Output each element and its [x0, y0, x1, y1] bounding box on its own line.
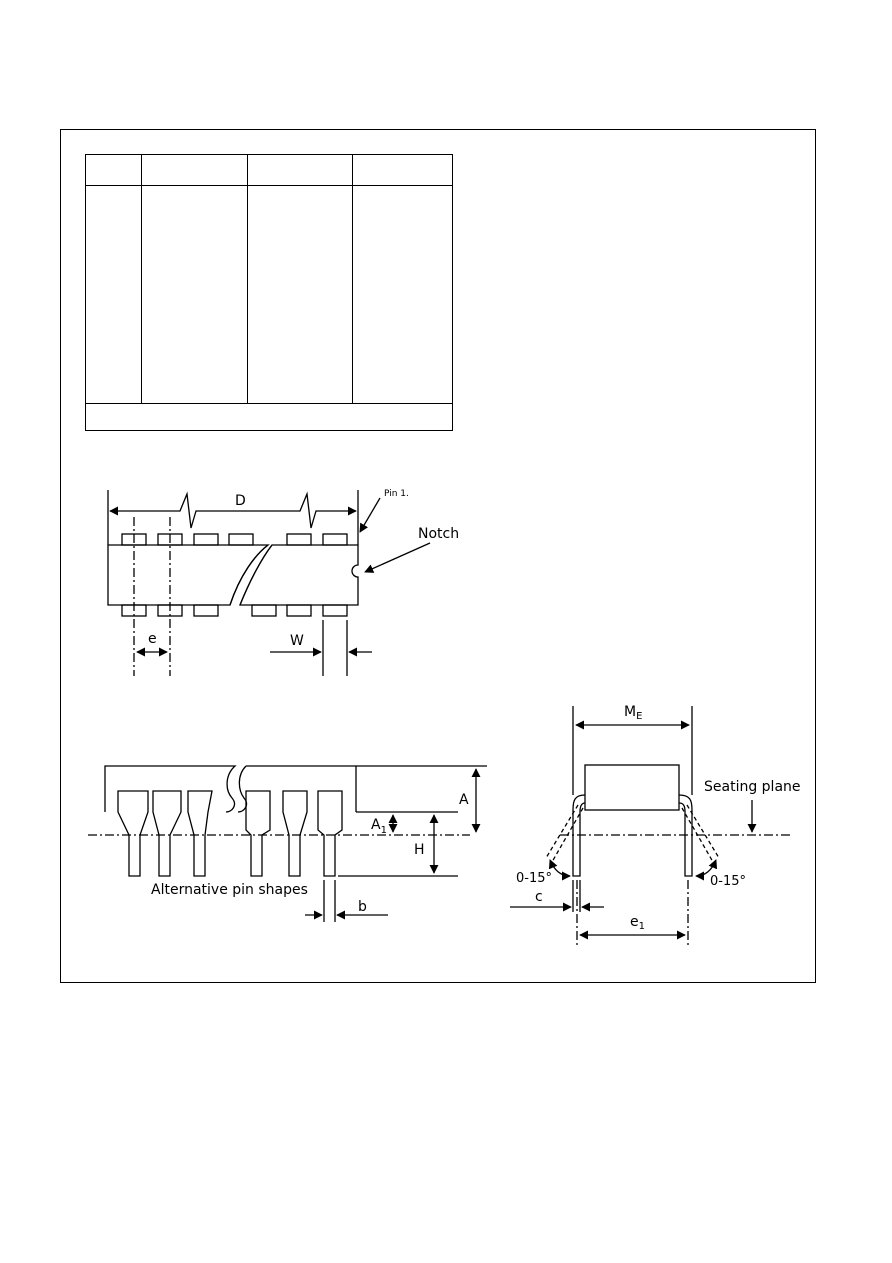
label-pin1: Pin 1.	[384, 489, 409, 499]
label-seating-plane: Seating plane	[704, 779, 801, 795]
pin-top	[228, 533, 254, 546]
label-W: W	[290, 633, 304, 649]
pin-top	[286, 533, 312, 546]
side-body-right	[237, 765, 357, 813]
angle-arc-right	[695, 859, 718, 881]
pin-bottom	[322, 604, 348, 617]
top-view	[107, 490, 431, 676]
pin-bottom	[286, 604, 312, 617]
lead-left	[572, 794, 586, 877]
alt-pin	[317, 790, 343, 877]
table-footer-divider	[86, 403, 452, 404]
label-angle-right: 0-15°	[710, 874, 746, 889]
label-ME: ME	[624, 704, 642, 722]
label-alt-pins: Alternative pin shapes	[151, 882, 308, 898]
label-e1: e1	[630, 914, 645, 932]
pin-bottom	[251, 604, 277, 617]
pin-bottom	[193, 604, 219, 617]
label-c: c	[535, 889, 543, 905]
label-A1: A1	[371, 817, 387, 836]
angle-arc-left	[548, 859, 571, 881]
notch-leader	[364, 542, 431, 573]
dimension-D	[109, 491, 357, 529]
alt-pin	[245, 790, 271, 877]
label-D: D	[235, 493, 246, 509]
side-view	[88, 765, 487, 922]
label-b: b	[358, 899, 367, 915]
pin-top	[322, 533, 348, 546]
side-body-left	[104, 765, 237, 813]
pin-top	[193, 533, 219, 546]
alt-pin	[282, 790, 308, 877]
label-angle-left: 0-15°	[516, 871, 552, 886]
table-column-3	[247, 155, 353, 403]
table-column-2	[141, 155, 248, 403]
dimension-table	[85, 154, 453, 431]
pin1-leader	[359, 497, 381, 533]
labels: D Pin 1. Notch e W A A1 H b Alternative …	[148, 489, 801, 932]
label-A: A	[459, 792, 469, 808]
label-notch: Notch	[418, 526, 459, 542]
lead-right	[678, 794, 693, 877]
break-line	[229, 544, 273, 606]
label-e: e	[148, 631, 157, 647]
end-body	[584, 764, 680, 811]
label-H: H	[414, 842, 425, 858]
table-header-divider	[86, 185, 452, 186]
alt-pin	[187, 790, 213, 877]
alt-pin	[117, 790, 149, 877]
alt-pin	[152, 790, 182, 877]
end-view	[510, 706, 790, 945]
table-column-1	[86, 155, 142, 403]
drawing-frame	[60, 129, 816, 983]
